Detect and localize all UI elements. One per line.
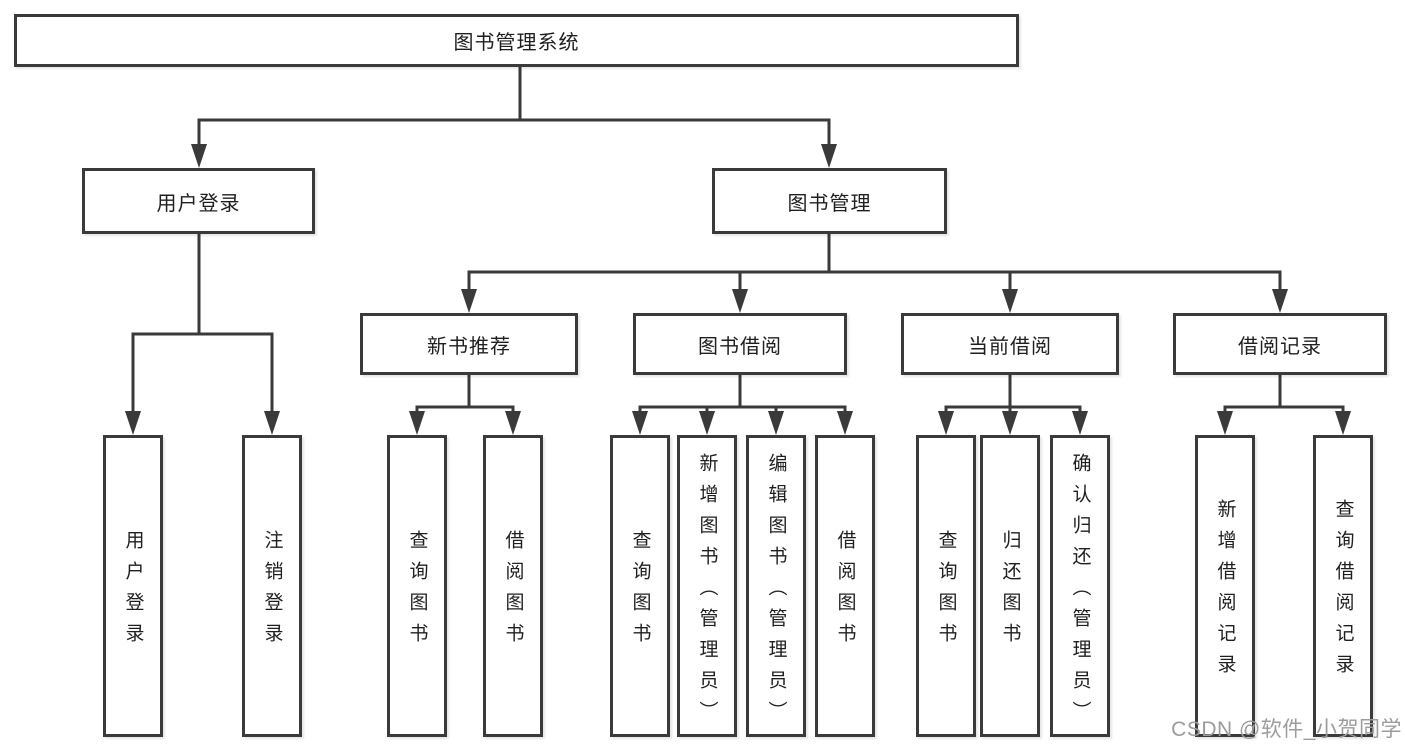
leaf-label: 查询借阅记录 (1332, 499, 1354, 685)
leaf-logout: 注销登录 (242, 435, 302, 737)
node-new-book-recommend: 新书推荐 (360, 313, 578, 375)
leaf-query-books-current: 查询图书 (916, 435, 976, 737)
edge-book-borrow-to-leaves (632, 375, 853, 435)
node-user-login: 用户登录 (82, 168, 315, 234)
node-root-system: 图书管理系统 (14, 14, 1019, 67)
leaf-label: 确认归还（管理员） (1069, 452, 1091, 732)
edge-book-mgmt-to-level3 (461, 234, 1288, 313)
leaf-borrow-books-recommend: 借阅图书 (483, 435, 543, 737)
leaf-query-books-recommend: 查询图书 (387, 435, 447, 737)
leaf-query-borrow-record: 查询借阅记录 (1313, 435, 1373, 737)
leaf-borrow-books: 借阅图书 (815, 435, 875, 737)
leaf-label: 借阅图书 (502, 530, 524, 654)
leaf-label: 查询图书 (935, 530, 957, 654)
leaf-label: 查询图书 (406, 530, 428, 654)
edge-current-borrow-to-leaves (938, 375, 1088, 435)
leaf-label: 归还图书 (999, 530, 1021, 654)
leaf-label: 借阅图书 (834, 530, 856, 654)
node-borrow-records: 借阅记录 (1173, 313, 1387, 375)
leaf-label: 编辑图书（管理员） (765, 452, 787, 732)
leaf-add-books-admin: 新增图书（管理员） (677, 435, 737, 737)
edge-borrow-records-to-leaves (1217, 375, 1351, 435)
leaf-label: 新增图书（管理员） (696, 452, 718, 732)
leaf-edit-books-admin: 编辑图书（管理员） (746, 435, 806, 737)
node-book-management: 图书管理 (712, 168, 947, 234)
edge-user-login-to-leaves (125, 234, 280, 435)
leaf-label: 查询图书 (629, 530, 651, 654)
node-book-borrow: 图书借阅 (633, 313, 847, 375)
edge-root-to-level2 (191, 67, 837, 168)
leaf-user-login: 用户登录 (103, 435, 163, 737)
leaf-add-borrow-record: 新增借阅记录 (1195, 435, 1255, 737)
leaf-query-books-borrow: 查询图书 (610, 435, 670, 737)
leaf-confirm-return-admin: 确认归还（管理员） (1050, 435, 1110, 737)
leaf-label: 新增借阅记录 (1214, 499, 1236, 685)
csdn-watermark: CSDN @软件_小贺同学 (1171, 718, 1402, 741)
leaf-label: 注销登录 (261, 530, 283, 654)
node-current-borrow: 当前借阅 (901, 313, 1119, 375)
leaf-label: 用户登录 (122, 530, 144, 654)
edge-new-book-to-leaves (409, 375, 521, 435)
leaf-return-books: 归还图书 (980, 435, 1040, 737)
